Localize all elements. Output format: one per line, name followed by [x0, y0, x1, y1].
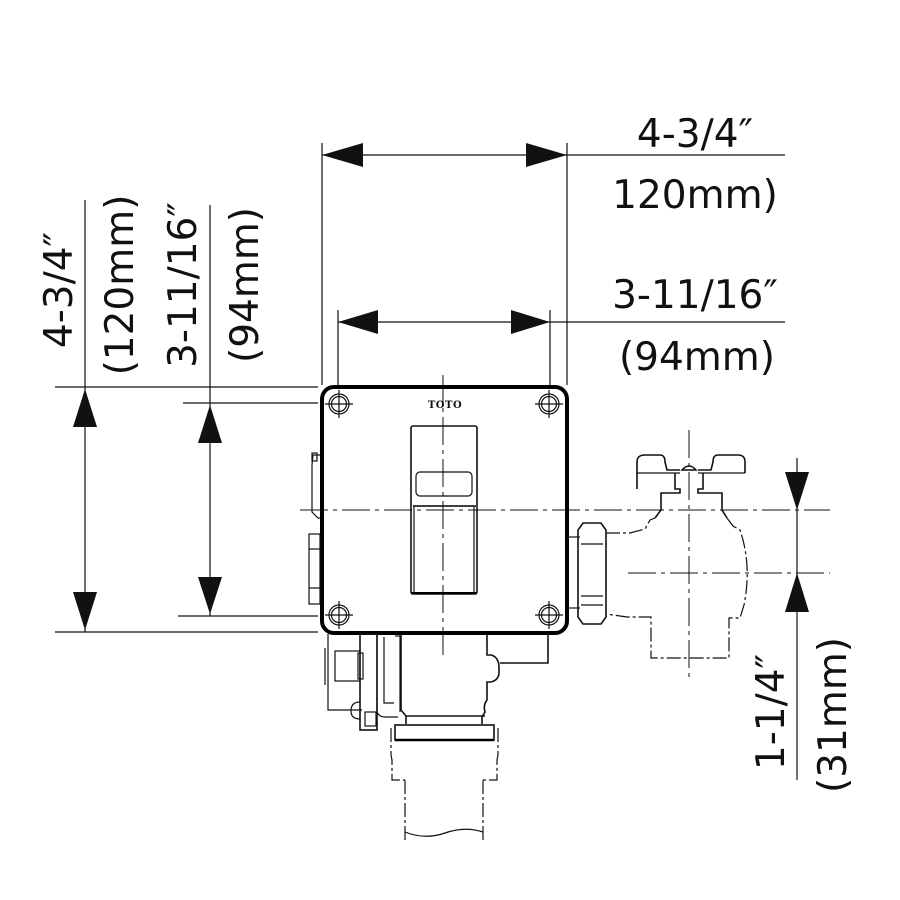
arrow-right-icon	[511, 310, 550, 334]
screw-icon	[325, 601, 353, 629]
arrow-down-icon	[785, 472, 809, 510]
arrow-down-icon	[198, 577, 222, 614]
stop-valve	[605, 454, 748, 659]
sensor-window	[410, 425, 478, 595]
cover-plate: TOTO	[320, 385, 569, 635]
arrow-up-icon	[73, 389, 97, 427]
dimension-right-offset: 1-1/4″ (31mm)	[749, 458, 856, 793]
dimension-left-outer: 4-3/4″ (120mm)	[37, 195, 143, 632]
hex-nut	[567, 522, 607, 625]
brand-logo: TOTO	[428, 400, 462, 411]
valve-body-bottom	[324, 633, 549, 731]
screw-icon	[535, 601, 563, 629]
dim-top-outer-metric: 120mm)	[612, 173, 778, 218]
side-clips	[308, 452, 321, 605]
dim-left-inner-imperial: 3-11/16″	[161, 202, 206, 368]
arrow-down-icon	[73, 592, 97, 630]
extension-lines	[55, 143, 785, 633]
dimension-top-outer: 4-3/4″ 120mm)	[322, 112, 778, 218]
arrow-right-icon	[526, 143, 567, 167]
arrow-up-icon	[198, 405, 222, 443]
arrow-left-icon	[338, 310, 378, 334]
arrow-left-icon	[322, 143, 363, 167]
dim-left-outer-metric: (120mm)	[98, 195, 143, 376]
dim-left-inner-metric: (94mm)	[223, 207, 268, 363]
screw-icon	[325, 390, 353, 418]
dim-top-inner-imperial: 3-11/16″	[612, 273, 778, 318]
dim-left-outer-imperial: 4-3/4″	[37, 232, 82, 348]
screw-icon	[535, 390, 563, 418]
arrow-up-icon	[785, 573, 809, 612]
dim-right-imperial: 1-1/4″	[749, 654, 794, 770]
dimension-left-inner: 3-11/16″ (94mm)	[161, 202, 268, 616]
dimension-top-inner: 3-11/16″ (94mm)	[338, 273, 778, 380]
dim-right-metric: (31mm)	[811, 637, 856, 793]
supply-pipe	[390, 724, 499, 840]
dim-top-inner-metric: (94mm)	[619, 335, 775, 380]
dim-top-outer-imperial: 4-3/4″	[637, 112, 753, 157]
